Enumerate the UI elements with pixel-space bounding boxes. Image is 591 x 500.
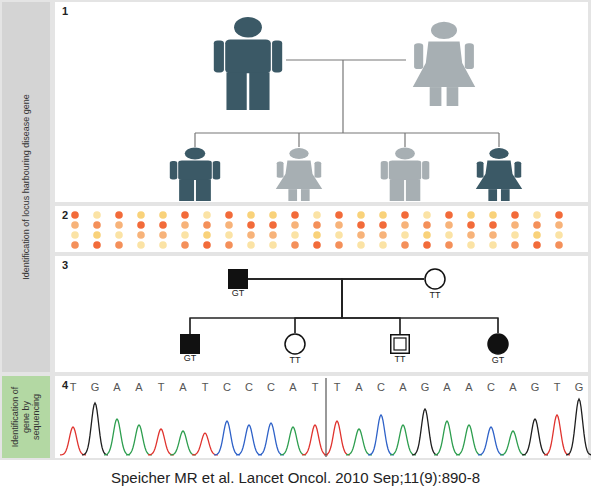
affected-male-symbol: GT <box>228 269 248 289</box>
base-letter: C <box>377 382 385 393</box>
genotype-label: GT <box>232 289 245 298</box>
base-letter: A <box>355 382 362 393</box>
base-letter: T <box>334 382 341 393</box>
base-letter: G <box>421 382 430 393</box>
base-letter: G <box>91 382 100 393</box>
unaffected-female-symbol: TT <box>284 333 306 355</box>
circle-outline <box>424 268 446 290</box>
base-letter: C <box>245 382 253 393</box>
unaffected-female-symbol: TT <box>424 268 446 290</box>
genotype-label: TT <box>395 355 406 364</box>
base-letter: C <box>487 382 495 393</box>
base-letter: A <box>289 382 296 393</box>
callout-number: 1 <box>62 6 68 17</box>
step-panel: 2 <box>55 206 588 252</box>
section-label: Identification of locus harbouring disea… <box>21 94 32 280</box>
base-letter: T <box>554 382 561 393</box>
base-letter: G <box>575 382 584 393</box>
step-panel: 1 <box>55 2 588 202</box>
base-letter: A <box>509 382 516 393</box>
affected-female-symbol: GT <box>487 333 509 355</box>
callout-number: 3 <box>62 260 68 271</box>
callout-number: 2 <box>62 210 68 221</box>
step-panel: 4 <box>55 376 588 458</box>
base-letter: A <box>443 382 450 393</box>
callout-number: 4 <box>62 380 68 391</box>
circle-outline <box>425 269 445 289</box>
base-letter: T <box>158 382 165 393</box>
affected-male-symbol: GT <box>180 334 200 354</box>
section-label: Identification of gene by sequencing <box>10 379 42 455</box>
base-letter: T <box>312 382 319 393</box>
base-letter: A <box>113 382 120 393</box>
circle-outline <box>284 333 306 355</box>
circle-outline <box>488 334 508 354</box>
base-letter: A <box>135 382 142 393</box>
unaffected-male-symbol: TT <box>390 334 410 354</box>
double-square-outline <box>390 334 410 354</box>
base-letter: A <box>465 382 472 393</box>
band-label-holder: Identification of locus harbouring disea… <box>2 5 50 369</box>
base-letter: A <box>179 382 186 393</box>
genotype-label: TT <box>430 291 441 300</box>
section-band: Identification of gene by sequencing <box>2 376 50 458</box>
genotype-label: GT <box>184 354 197 363</box>
base-letter: C <box>267 382 275 393</box>
genotype-label: TT <box>290 356 301 365</box>
citation-caption: Speicher MR et al. Lancet Oncol. 2010 Se… <box>0 469 591 487</box>
outer-square <box>391 335 410 354</box>
circle-outline <box>285 334 305 354</box>
base-letter: A <box>399 382 406 393</box>
circle-outline <box>487 333 509 355</box>
section-band: Identification of locus harbouring disea… <box>2 2 50 372</box>
base-letter: C <box>223 382 231 393</box>
base-letter: T <box>70 382 77 393</box>
base-letter: G <box>531 382 540 393</box>
band-label-holder: Identification of gene by sequencing <box>2 379 50 455</box>
base-letter: T <box>202 382 209 393</box>
inner-square <box>394 338 406 350</box>
genotype-label: GT <box>492 356 505 365</box>
step-panel: 3GTTTGTTTTTGT <box>55 256 588 372</box>
